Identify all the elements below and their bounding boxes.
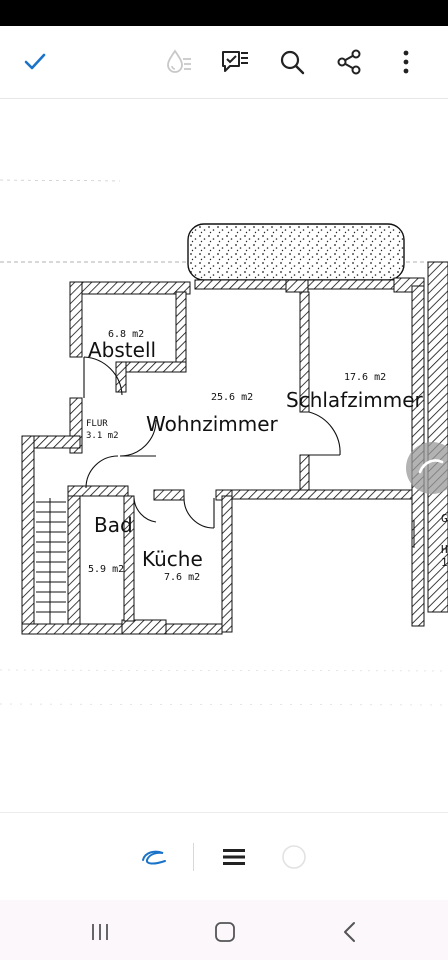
edge-letter-h: H	[441, 543, 448, 556]
floating-edit-handle[interactable]	[406, 442, 448, 494]
balcony-planter	[187, 223, 405, 281]
document-viewer[interactable]: 6.8 m2 Abstell 25.6 m2 Wohnzimmer 17.6 m…	[0, 99, 448, 811]
floor-plan-image: 6.8 m2 Abstell 25.6 m2 Wohnzimmer 17.6 m…	[0, 179, 448, 706]
back-button[interactable]	[330, 916, 370, 948]
kueche-label: Küche	[142, 547, 203, 571]
share-button[interactable]	[329, 42, 369, 82]
home-button[interactable]	[205, 916, 245, 948]
check-icon	[24, 53, 46, 70]
bad-label: Bad	[94, 513, 133, 537]
top-toolbar	[0, 26, 448, 99]
abstell-area: 6.8 m2	[108, 329, 144, 340]
done-button[interactable]	[15, 42, 55, 82]
swirl-icon	[418, 459, 444, 474]
ink-drop-list-icon	[167, 49, 191, 73]
kueche-area: 7.6 m2	[164, 572, 200, 583]
schlafzimmer-area: 17.6 m2	[344, 372, 386, 383]
home-icon	[215, 922, 235, 942]
wohnzimmer-area: 25.6 m2	[211, 392, 253, 403]
menu-lines-icon	[223, 849, 245, 865]
edge-letter-1: 1	[441, 556, 448, 569]
comments-button[interactable]	[215, 42, 255, 82]
walls	[21, 261, 448, 635]
edge-letter-g: G	[441, 512, 448, 525]
edit-pen-icon	[142, 850, 166, 865]
flur-area: 3.1 m2	[86, 431, 119, 441]
share-icon	[337, 49, 361, 75]
staircase	[36, 498, 66, 624]
toolbar-divider	[193, 843, 194, 871]
circle-icon	[282, 845, 306, 869]
menu-button[interactable]	[214, 841, 254, 873]
search-icon	[280, 50, 305, 75]
recent-apps-icon	[92, 924, 108, 940]
bottom-toolbar	[0, 812, 448, 901]
more-vertical-icon	[403, 50, 409, 74]
comment-list-icon	[222, 51, 248, 72]
system-nav-bar	[0, 900, 448, 960]
bad-area: 5.9 m2	[88, 564, 124, 575]
search-button[interactable]	[272, 42, 312, 82]
recent-apps-button[interactable]	[80, 916, 120, 948]
abstell-label: Abstell	[88, 338, 156, 362]
back-icon	[344, 922, 355, 942]
pen-settings-button[interactable]	[158, 42, 198, 82]
more-options-button[interactable]	[386, 42, 426, 82]
color-button[interactable]	[274, 841, 314, 873]
wohnzimmer-label: Wohnzimmer	[146, 412, 279, 436]
door-arcs	[83, 356, 341, 529]
status-bar	[0, 0, 448, 26]
pen-tool-button[interactable]	[134, 841, 174, 873]
schlafzimmer-label: Schlafzimmer	[286, 388, 424, 412]
flur-label: FLUR	[86, 419, 108, 429]
